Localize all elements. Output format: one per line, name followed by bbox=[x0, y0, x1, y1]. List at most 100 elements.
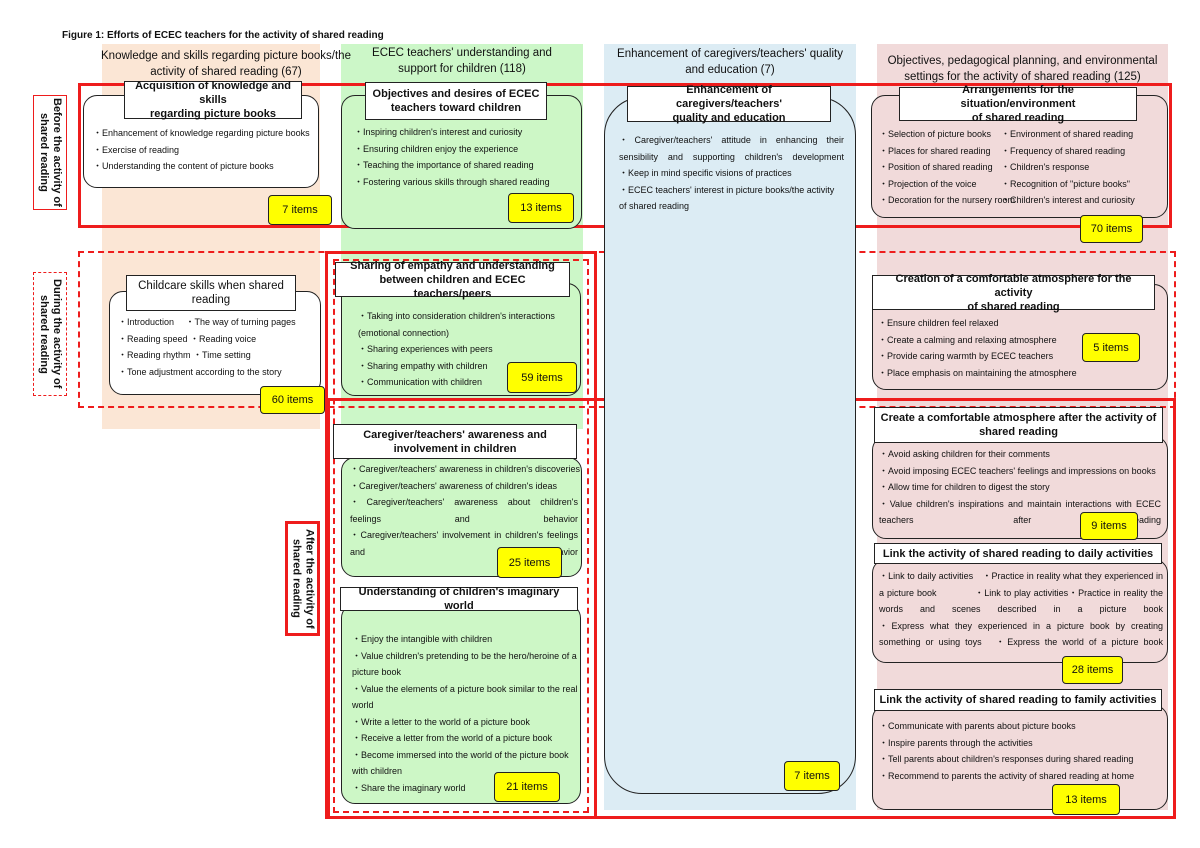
heading-line: Objectives and desires of ECEC bbox=[372, 88, 540, 100]
list-item: ・Communication with children bbox=[358, 377, 483, 387]
list-item: ・Places for shared reading bbox=[879, 145, 991, 156]
arrangements-count-badge: 70 items bbox=[1080, 215, 1143, 243]
heading-line: Sharing of empathy and understanding bbox=[350, 259, 555, 272]
comfort-during-count-badge: 5 items bbox=[1082, 333, 1140, 362]
figure-title: Figure 1: Efforts of ECEC teachers for t… bbox=[62, 30, 384, 41]
list-item: ・Sharing empathy with children bbox=[358, 360, 488, 371]
list-item: ・Ensure children feel relaxed bbox=[878, 318, 999, 328]
comfort-after-count-badge: 9 items bbox=[1080, 512, 1138, 540]
comfort-after-heading: Create a comfortable atmosphere after th… bbox=[874, 407, 1163, 443]
row-label-line: After the activity of bbox=[303, 528, 316, 629]
list-item: ・Become immersed into the world of the p… bbox=[352, 749, 569, 777]
list-item: ・Value children's inspirations and maint… bbox=[879, 498, 1161, 526]
heading-line: reading bbox=[191, 294, 231, 306]
comfort-during-heading: Creation of a comfortable atmosphere for… bbox=[872, 273, 1155, 313]
column-header-objectives: Objectives, pedagogical planning, and en… bbox=[877, 53, 1168, 85]
list-item: ・Caregiver/teachers' attitude in enhanci… bbox=[619, 135, 844, 162]
row-label-line: Before the activity of bbox=[51, 98, 63, 207]
column-header-line: Objectives, pedagogical planning, and en… bbox=[887, 55, 1158, 67]
list-item: ・ECEC teachers' interest in picture book… bbox=[619, 184, 835, 212]
list-item: ・Caregiver/teachers' involvement in chil… bbox=[350, 530, 578, 557]
family-activities-count-badge: 13 items bbox=[1052, 784, 1120, 815]
heading-line: of shared reading bbox=[971, 112, 1065, 124]
list-item: ・Tell parents about children's responses… bbox=[879, 754, 1134, 764]
imaginary-world-count-badge: 21 items bbox=[494, 772, 560, 802]
heading-line: teachers toward children bbox=[390, 102, 522, 114]
list-item: ・Receive a letter from the world of a pi… bbox=[352, 733, 553, 743]
list-item: ・Value the elements of a picture book si… bbox=[352, 683, 578, 711]
childcare-skills-heading: Childcare skills when shared reading bbox=[126, 275, 296, 311]
awareness-count-badge: 25 items bbox=[497, 547, 562, 578]
enhancement-count-badge: 7 items bbox=[784, 761, 840, 791]
column-header-understanding: ECEC teachers' understanding and support… bbox=[341, 45, 583, 77]
list-item: ・Avoid asking children for their comment… bbox=[879, 449, 1050, 459]
daily-activities-box: ・Link to daily activities ・Practice in r… bbox=[872, 559, 1168, 663]
list-item: ・Fostering various skills through shared… bbox=[354, 176, 550, 187]
heading-line: of shared reading bbox=[967, 300, 1060, 313]
list-item: ・Teaching the importance of shared readi… bbox=[354, 160, 534, 170]
list-item: ・Introduction ・The way of turning pages bbox=[118, 317, 296, 327]
list-item: ・Caregiver/teachers' awareness in childr… bbox=[350, 464, 581, 474]
list-item: ・Provide caring warmth by ECEC teachers bbox=[878, 351, 1054, 361]
column-header-enhancement: Enhancement of caregivers/teachers' qual… bbox=[604, 46, 856, 78]
list-item: ・Place emphasis on maintaining the atmos… bbox=[878, 367, 1077, 378]
list-item: ・Ensuring children enjoy the experience bbox=[354, 143, 519, 154]
list-item: ・Write a letter to the world of a pictur… bbox=[352, 716, 530, 727]
heading-line: Childcare skills when shared bbox=[138, 280, 284, 292]
heading-line: involvement in children bbox=[393, 442, 517, 455]
list-item: ・Enjoy the intangible with children bbox=[352, 634, 493, 644]
acquisition-heading: Acquisition of knowledge and skills regar… bbox=[124, 80, 302, 120]
column-header-line: and education (7) bbox=[685, 64, 775, 76]
column-header-line: activity of shared reading (67) bbox=[150, 66, 302, 78]
enhancement-heading: Enhancement of caregivers/teachers' quali… bbox=[627, 84, 831, 124]
list-item: ・Frequency of shared reading bbox=[1001, 145, 1126, 156]
daily-activities-heading: Link the activity of shared reading to d… bbox=[874, 543, 1162, 564]
list-item: ・Avoid imposing ECEC teachers' feelings … bbox=[879, 465, 1156, 476]
column-header-line: ECEC teachers' understanding and bbox=[372, 47, 552, 59]
column-header-line: settings for the activity of shared read… bbox=[904, 71, 1141, 83]
list-item: (emotional connection) bbox=[358, 327, 450, 338]
empathy-imaginary-inner-outline bbox=[333, 259, 589, 813]
column-header-line: Knowledge and skills regarding picture b… bbox=[101, 50, 351, 62]
enhancement-box: ・Caregiver/teachers' attitude in enhanci… bbox=[604, 97, 856, 794]
heading-line: quality and education bbox=[672, 112, 786, 124]
list-item: ・Tone adjustment according to the story bbox=[118, 366, 282, 377]
empathy-count-badge: 59 items bbox=[507, 362, 577, 393]
heading-line: Create a comfortable atmosphere after th… bbox=[880, 412, 1157, 424]
list-item: ・Inspire parents through the activities bbox=[879, 737, 1033, 748]
objectives-desires-heading: Objectives and desires of ECEC teachers t… bbox=[365, 82, 547, 120]
list-item: ・Reading rhythm ・Time setting bbox=[118, 350, 251, 360]
list-item: ・Taking into consideration children's in… bbox=[358, 311, 555, 321]
family-activities-box: ・Communicate with parents about picture … bbox=[872, 705, 1168, 810]
heading-line: Acquisition of knowledge and skills bbox=[135, 80, 291, 106]
childcare-skills-count-badge: 60 items bbox=[260, 386, 325, 414]
list-item: ・Children's interest and curiosity bbox=[1001, 195, 1135, 205]
list-item: ・Reading speed ・Reading voice bbox=[118, 333, 257, 344]
column-header-knowledge: Knowledge and skills regarding picture b… bbox=[95, 48, 357, 80]
list-item: ・Understanding the content of picture bo… bbox=[93, 161, 274, 171]
list-item: ・Enhancement of knowledge regarding pict… bbox=[93, 128, 310, 138]
heading-line: Caregiver/teachers' awareness and bbox=[363, 428, 547, 441]
arrangements-heading: Arrangements for the situation/environme… bbox=[899, 84, 1137, 124]
list-item: ・Recognition of "picture books" bbox=[1001, 178, 1130, 189]
list-item: ・Create a calming and relaxing atmospher… bbox=[878, 334, 1057, 345]
heading-line: Arrangements for the situation/environme… bbox=[960, 84, 1076, 110]
heading-line: shared reading bbox=[979, 426, 1058, 438]
acquisition-count-badge: 7 items bbox=[268, 195, 332, 225]
list-item: ・Caregiver/teachers' awareness of childr… bbox=[350, 480, 558, 491]
list-item: ・Value children's pretending to be the h… bbox=[352, 650, 577, 678]
list-item: ・Link to daily activities ・Practice in r… bbox=[879, 571, 1163, 614]
list-item: ・Communicate with parents about picture … bbox=[879, 721, 1076, 731]
list-item: ・Environment of shared reading bbox=[1001, 129, 1134, 139]
heading-line: Enhancement of caregivers/teachers' bbox=[676, 84, 782, 110]
list-item: ・Express what they experienced in a pict… bbox=[879, 620, 1163, 648]
family-activities-heading: Link the activity of shared reading to f… bbox=[874, 689, 1162, 711]
column-header-line: support for children (118) bbox=[398, 63, 526, 75]
row-label-line: During the activity of bbox=[51, 279, 63, 389]
column-header-line: Enhancement of caregivers/teachers' qual… bbox=[617, 48, 843, 60]
list-item: ・Projection of the voice bbox=[879, 178, 977, 189]
heading-line: regarding picture books bbox=[150, 108, 276, 120]
